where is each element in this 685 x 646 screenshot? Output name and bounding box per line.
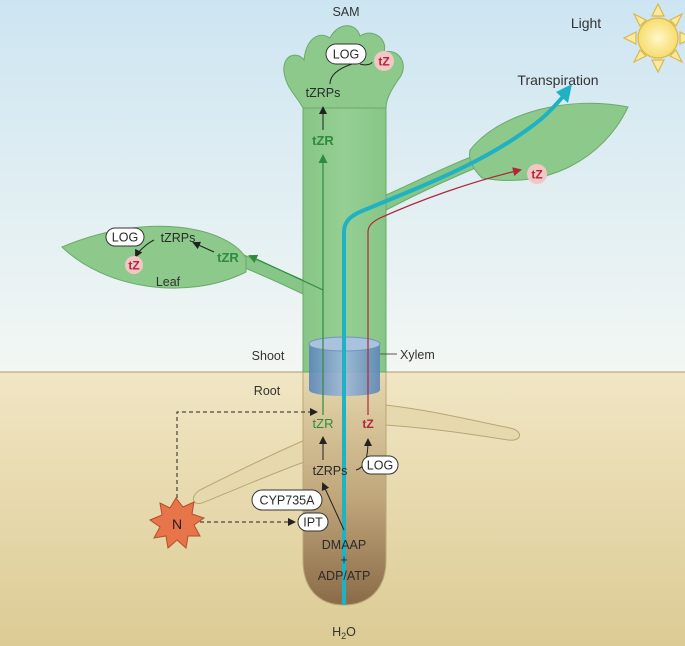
sam-tzrps-label: tZRPs [306, 86, 341, 100]
transpiration-label: Transpiration [517, 72, 598, 88]
tzr-leaf-branch-line [248, 254, 324, 291]
nitrogen-signal: N [148, 408, 318, 549]
transpiration-arrowhead [556, 84, 572, 103]
sun-icon [622, 2, 685, 74]
root-dmaap-to-tzrps-arrow [321, 482, 345, 531]
tz-transport-line [367, 167, 522, 415]
sam-tz-circle [374, 51, 394, 71]
root-log-label: LOG [367, 459, 393, 473]
leaf-log-label: LOG [112, 231, 138, 245]
root-tzr-label: tZR [313, 416, 334, 431]
leaf-log-box [105, 227, 145, 247]
root-log-box [361, 455, 399, 475]
sam-tz-label: tZ [378, 55, 389, 69]
right-leaf-tz-circle [527, 164, 547, 184]
nitrogen-burst-icon [148, 497, 206, 549]
transpiration-stream [342, 91, 568, 605]
left-leaf-annotations: LOG tZRPs tZ tZR Leaf [105, 227, 239, 289]
water-label: H2O [332, 625, 356, 641]
sam-tzrps-arrow [329, 63, 353, 85]
root-dmaap-label: DMAAP [322, 538, 366, 552]
root-annotations: tZR tZ tZRPs LOG CYP735A IPT DMAAP + ADP… [251, 416, 399, 583]
shoot-label: Shoot [252, 349, 285, 363]
root-plus-label: + [340, 553, 347, 567]
root-adp-atp-label: ADP/ATP [318, 569, 371, 583]
sam-label: SAM [332, 5, 359, 19]
light-label: Light [571, 15, 601, 31]
right-leaf-tz-label: tZ [531, 168, 542, 182]
nitrogen-label: N [172, 516, 182, 532]
root-cyp-label: CYP735A [260, 494, 316, 508]
sam-log-arrow [359, 61, 373, 66]
sam-annotations: LOG tZ tZRPs tZR [306, 43, 394, 148]
root-cyp-box [251, 489, 323, 511]
leaf-tz-circle [125, 256, 143, 274]
leaf-tzrps-label: tZRPs [161, 231, 196, 245]
root-tzrps-label: tZRPs [313, 464, 348, 478]
root-ipt-box [297, 512, 329, 532]
nitrogen-to-tzr-dashed-arrow [176, 408, 318, 498]
sam-log-box [325, 43, 367, 65]
root-ipt-label: IPT [303, 516, 323, 530]
root-tz-label: tZ [362, 417, 373, 431]
root-label: Root [254, 384, 281, 398]
leaf-tzr-label: tZR [217, 250, 239, 265]
leaf-label: Leaf [156, 275, 181, 289]
xylem-label: Xylem [400, 348, 435, 362]
leaf-tz-label: tZ [128, 259, 139, 273]
leaf-tzrps-to-tz-arrow [135, 239, 155, 258]
leaf-tzr-to-tzrps-arrow [192, 241, 215, 253]
sam-log-label: LOG [333, 48, 359, 62]
sam-tzr-label: tZR [312, 133, 334, 148]
right-leaf-annotations: tZ [527, 164, 547, 184]
